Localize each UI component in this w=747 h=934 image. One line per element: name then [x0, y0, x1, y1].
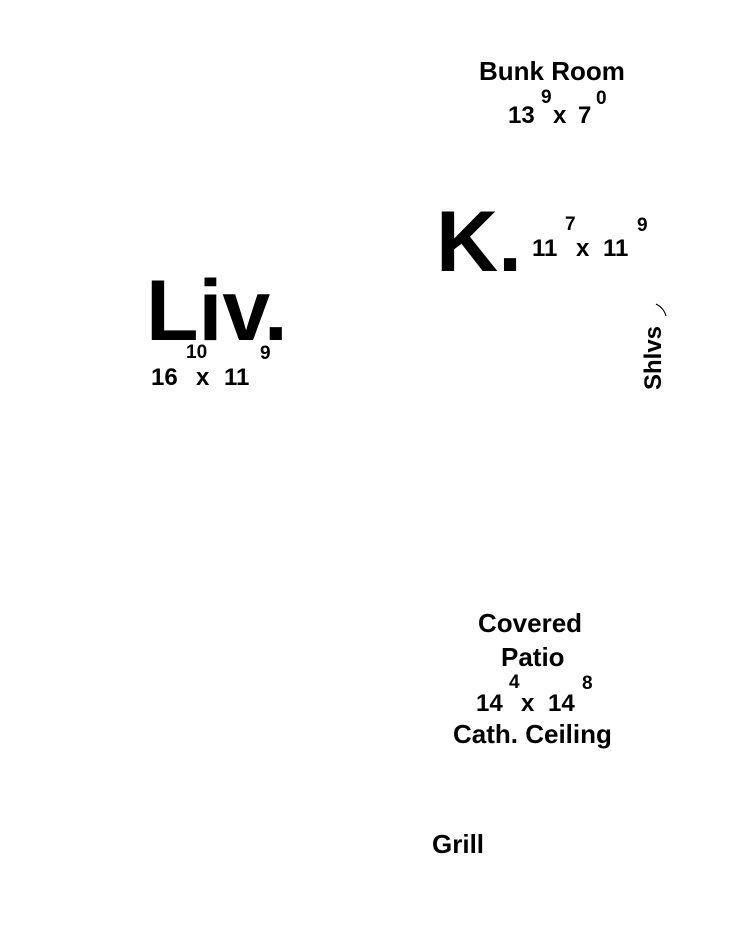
- shelves-label: Shlvs: [640, 325, 667, 390]
- living-room-depth-in: 9: [260, 343, 271, 364]
- bunk-room-width-ft: 13: [508, 102, 535, 129]
- kitchen-depth-ft: 11: [603, 235, 629, 262]
- bunk-room-label: Bunk Room: [479, 56, 625, 86]
- kitchen-width-ft: 11: [532, 235, 558, 262]
- grill-label: Grill: [432, 829, 485, 859]
- patio-depth-in: 8: [582, 673, 593, 694]
- shelves-arc-mark: [655, 303, 667, 317]
- living-room-width-ft: 16: [151, 364, 178, 391]
- living-room-width-in: 10: [186, 342, 208, 363]
- living-room-dim-sep: x: [196, 364, 210, 391]
- patio-width-ft: 14: [476, 690, 503, 717]
- kitchen-width-in: 7: [565, 214, 576, 235]
- living-room-depth-ft: 11: [224, 364, 250, 391]
- bunk-room-depth-in: 0: [596, 88, 607, 109]
- patio-width-in: 4: [509, 672, 520, 693]
- kitchen-depth-in: 9: [637, 215, 648, 236]
- bunk-room-width-in: 9: [541, 87, 552, 108]
- patio-depth-ft: 14: [548, 690, 575, 717]
- bunk-room-dim-sep: x: [553, 102, 567, 129]
- bunk-room-depth-ft: 7: [578, 102, 592, 129]
- kitchen-label: K.: [436, 194, 522, 290]
- living-room-label: Liv.: [146, 263, 288, 359]
- patio-dim-sep: x: [521, 690, 535, 717]
- patio-ceiling-note: Cath. Ceiling: [453, 719, 612, 749]
- patio-label-line2: Patio: [501, 642, 565, 672]
- patio-label-line1: Covered: [478, 608, 583, 638]
- kitchen-dim-sep: x: [576, 235, 590, 262]
